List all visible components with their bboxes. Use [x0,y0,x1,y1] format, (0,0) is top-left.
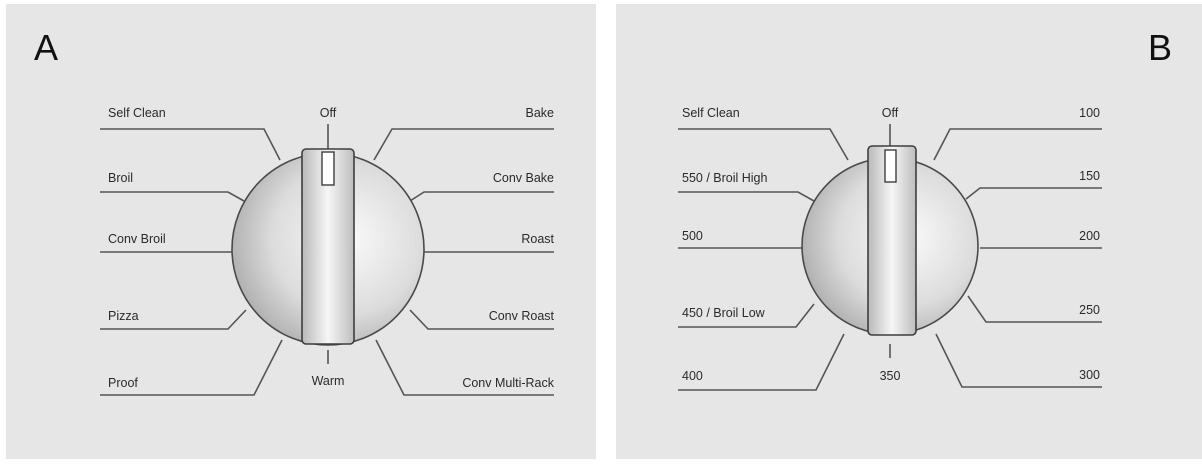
label-self-clean: Self Clean [108,106,166,120]
leader-line [933,128,1102,161]
label-broil: Broil [108,171,133,185]
label-400: 400 [682,369,703,383]
leader-line [100,128,281,161]
knob-pointer [321,151,335,186]
knob-grip [867,145,917,336]
label-roast: Roast [521,232,554,246]
leader-line [678,303,815,328]
label-300: 300 [1079,368,1100,382]
label-conv-broil: Conv Broil [108,232,166,246]
panel-letter-a: A [34,27,58,68]
label-100: 100 [1079,106,1100,120]
leader-line [678,191,815,202]
leader-line [965,187,1102,200]
knob-pointer [884,149,897,183]
leader-line [375,339,554,396]
knob-grip [301,148,355,345]
label-off: Off [882,106,899,120]
leader-line [100,339,283,396]
leader-line [409,191,554,202]
label-350: 350 [880,369,901,383]
label-pizza: Pizza [108,309,139,323]
knob-b-svg: B Self Clean 550 / Broil High 500 450 / … [678,27,1172,391]
label-proof: Proof [108,376,138,390]
label-self-clean: Self Clean [682,106,740,120]
label-200: 200 [1079,229,1100,243]
leader-line [967,295,1102,323]
label-250: 250 [1079,303,1100,317]
leader-line [678,333,845,391]
label-bake: Bake [526,106,555,120]
leader-line [100,309,247,330]
leader-line [678,128,849,161]
leader-line [935,333,1102,388]
label-conv-bake: Conv Bake [493,171,554,185]
label-550-broil-high: 550 / Broil High [682,171,768,185]
leader-line [100,191,245,202]
knob-diagram-b: B Self Clean 550 / Broil High 500 450 / … [616,4,1202,459]
label-conv-multi-rack: Conv Multi-Rack [462,376,554,390]
leader-line [373,128,554,161]
label-warm: Warm [312,374,345,388]
panel-letter-b: B [1148,27,1172,68]
label-150: 150 [1079,169,1100,183]
label-450-broil-low: 450 / Broil Low [682,306,766,320]
label-off: Off [320,106,337,120]
label-500: 500 [682,229,703,243]
knob-diagram-a: A Self Clean Broil Conv Broil Pizza Proo… [6,4,596,459]
knob-a-svg: A Self Clean Broil Conv Broil Pizza Proo… [34,27,555,396]
leader-line [409,309,554,330]
label-conv-roast: Conv Roast [489,309,555,323]
